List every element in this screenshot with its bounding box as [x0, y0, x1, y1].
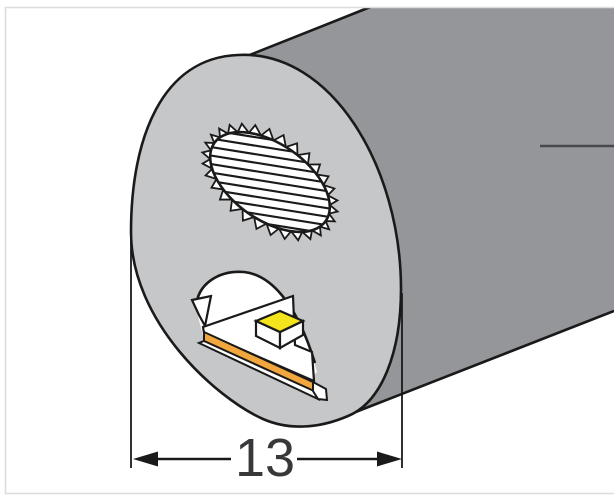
width-dimension: 13 [130, 240, 403, 488]
pcb-end-cap [312, 380, 329, 402]
led-assembly [190, 270, 329, 402]
image-frame-border [4, 6, 614, 495]
tube-top-outline [231, 8, 372, 64]
dimension-value: 13 [235, 428, 295, 488]
led-chip-top [253, 309, 306, 334]
dimension-arrow-left [133, 451, 158, 467]
tube-front-face [129, 53, 403, 428]
dimension-arrow-right [377, 451, 402, 467]
tube-bottom-outline [347, 309, 614, 417]
